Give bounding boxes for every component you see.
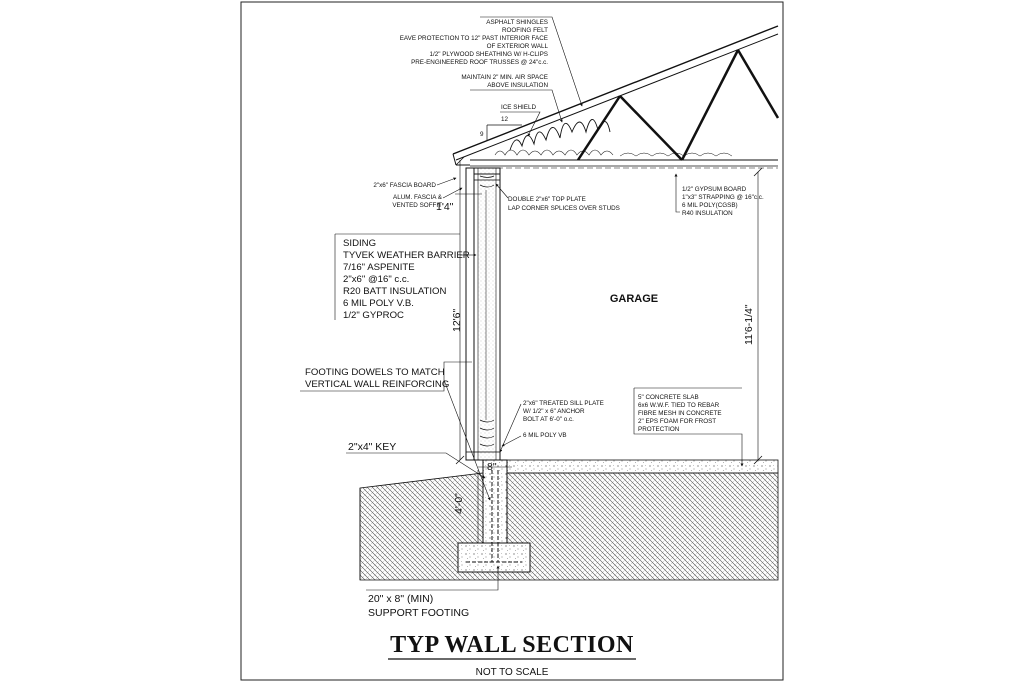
slab-notes: 5" CONCRETE SLAB 6x6 W.W.F. TIED TO REBA…: [633, 387, 744, 467]
svg-text:20" x 8" (MIN): 20" x 8" (MIN): [368, 593, 433, 605]
svg-text:BOLT AT 6'-0" o.c.: BOLT AT 6'-0" o.c.: [523, 416, 574, 423]
svg-text:VENTED SOFFIT: VENTED SOFFIT: [392, 202, 442, 209]
drawing-title: TYP WALL SECTION: [390, 632, 634, 658]
ice-shield-note: ICE SHIELD: [500, 104, 541, 137]
wall-notes: SIDING TYVEK WEATHER BARRIER 7/16" ASPEN…: [334, 233, 477, 321]
roof-slope-indicator: [486, 124, 522, 140]
foundation: [359, 459, 779, 581]
svg-text:ROOFING FELT: ROOFING FELT: [502, 27, 548, 34]
dimension-lines: [455, 156, 763, 543]
svg-text:VERTICAL WALL REINFORCING: VERTICAL WALL REINFORCING: [305, 379, 449, 390]
svg-text:1"x3" STRAPPING @ 16"c.c.: 1"x3" STRAPPING @ 16"c.c.: [682, 194, 764, 201]
poly-vb-note: 6 MIL POLY VB: [501, 432, 567, 447]
svg-text:DOUBLE 2"x6" TOP PLATE: DOUBLE 2"x6" TOP PLATE: [508, 196, 586, 203]
top-plate-note: DOUBLE 2"x6" TOP PLATE LAP CORNER SPLICE…: [495, 183, 620, 212]
svg-text:ASPHALT SHINGLES: ASPHALT SHINGLES: [486, 19, 548, 26]
air-space-note: MAINTAIN 2" MIN. AIR SPACE ABOVE INSULAT…: [461, 74, 563, 123]
slope-rise: 9: [480, 131, 484, 138]
svg-text:1/2" PLYWOOD SHEATHING W/ H-CL: 1/2" PLYWOOD SHEATHING W/ H-CLIPS: [429, 51, 548, 58]
key-note: 2"x4" KEY: [346, 441, 486, 479]
fascia-notes: 2"x6" FASCIA BOARD ALUM. FASCIA & VENTED…: [373, 177, 463, 209]
svg-text:SUPPORT FOOTING: SUPPORT FOOTING: [368, 607, 469, 619]
ceiling-notes: 1/2" GYPSUM BOARD 1"x3" STRAPPING @ 16"c…: [674, 173, 764, 217]
svg-text:5" CONCRETE SLAB: 5" CONCRETE SLAB: [638, 394, 699, 401]
roof-notes: ASPHALT SHINGLES ROOFING FELT EAVE PROTE…: [400, 16, 583, 107]
drawing-subtitle: NOT TO SCALE: [476, 667, 549, 678]
svg-text:PRE-ENGINEERED ROOF TRUSSES @: PRE-ENGINEERED ROOF TRUSSES @ 24"c.c.: [411, 59, 548, 66]
roof-assembly: [452, 25, 780, 169]
footing-note: 20" x 8" (MIN) SUPPORT FOOTING: [366, 565, 500, 619]
svg-text:SIDING: SIDING: [343, 238, 376, 249]
svg-text:R40 INSULATION: R40 INSULATION: [682, 210, 733, 217]
svg-text:6 MIL POLY V.B.: 6 MIL POLY V.B.: [343, 298, 414, 309]
dim-ceiling-height: 11'6-1/4": [743, 304, 755, 345]
svg-text:OF EXTERIOR WALL: OF EXTERIOR WALL: [487, 43, 549, 50]
dim-overhang: 1'4": [436, 201, 454, 213]
svg-text:MAINTAIN 2" MIN. AIR SPACE: MAINTAIN 2" MIN. AIR SPACE: [461, 74, 548, 81]
svg-text:7/16" ASPENITE: 7/16" ASPENITE: [343, 262, 415, 273]
dim-foundation-depth: 4'-0": [453, 493, 465, 514]
svg-text:EAVE PROTECTION TO 12" PAST IN: EAVE PROTECTION TO 12" PAST INTERIOR FAC…: [400, 35, 548, 42]
svg-text:ICE SHIELD: ICE SHIELD: [501, 104, 536, 111]
svg-text:2" EPS FOAM FOR FROST: 2" EPS FOAM FOR FROST: [638, 418, 716, 425]
wall-assembly: [465, 167, 501, 461]
svg-text:6 MIL POLY VB: 6 MIL POLY VB: [523, 432, 567, 439]
room-label: GARAGE: [610, 293, 658, 305]
svg-text:1/2" GYPROC: 1/2" GYPROC: [343, 310, 404, 321]
dim-foundation-width: 8": [487, 461, 497, 473]
svg-text:LAP CORNER SPLICES OVER STUDS: LAP CORNER SPLICES OVER STUDS: [508, 205, 620, 212]
svg-text:ABOVE INSULATION: ABOVE INSULATION: [487, 82, 548, 89]
slope-run: 12: [501, 116, 509, 123]
dim-wall-height: 12'6": [451, 308, 463, 332]
svg-text:1/2" GYPSUM BOARD: 1/2" GYPSUM BOARD: [682, 186, 747, 193]
svg-text:2"x4" KEY: 2"x4" KEY: [348, 441, 396, 453]
svg-text:PROTECTION: PROTECTION: [638, 426, 680, 433]
svg-text:R20 BATT INSULATION: R20 BATT INSULATION: [343, 286, 446, 297]
svg-text:6x6 W.W.F. TIED TO REBAR: 6x6 W.W.F. TIED TO REBAR: [638, 402, 720, 409]
dowel-note: FOOTING DOWELS TO MATCH VERTICAL WALL RE…: [300, 361, 491, 501]
svg-text:6 MIL POLY(CGSB): 6 MIL POLY(CGSB): [682, 202, 738, 209]
svg-text:2"x6" @16" c.c.: 2"x6" @16" c.c.: [343, 274, 409, 285]
svg-text:ALUM. FASCIA &: ALUM. FASCIA &: [393, 194, 443, 201]
svg-text:W/ 1/2" x 6" ANCHOR: W/ 1/2" x 6" ANCHOR: [523, 408, 585, 415]
svg-text:2"x6" FASCIA BOARD: 2"x6" FASCIA BOARD: [373, 182, 436, 189]
svg-text:FIBRE MESH IN CONCRETE: FIBRE MESH IN CONCRETE: [638, 410, 722, 417]
svg-text:2"x6" TREATED SILL PLATE: 2"x6" TREATED SILL PLATE: [523, 400, 604, 407]
svg-text:TYVEK WEATHER BARRIER: TYVEK WEATHER BARRIER: [343, 250, 470, 261]
svg-text:FOOTING DOWELS TO MATCH: FOOTING DOWELS TO MATCH: [305, 367, 445, 378]
